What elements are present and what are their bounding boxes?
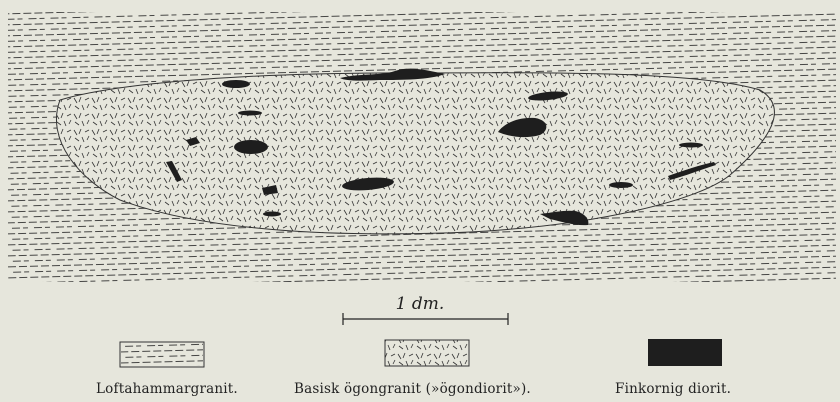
scale-label: 1 dm. [380,294,460,314]
legend-swatch-loftahammar-fill [121,343,203,366]
scale-bar [343,313,508,325]
diorite-blob [238,111,262,116]
diorite-blob [234,140,268,154]
legend-swatch-ogongranit [385,340,469,366]
legend-swatch-diorit [648,339,722,366]
legend-label-ogongranit: Basisk ögongranit (»ögondiorit»). [294,381,531,397]
diorite-blob [679,143,703,148]
diorite-blob [263,212,281,217]
legend-label-diorit: Finkornig diorit. [615,381,731,397]
diorite-blob [609,182,633,188]
diorite-blob [222,80,250,88]
legend-label-loftahammar: Loftahammargranit. [96,381,238,397]
